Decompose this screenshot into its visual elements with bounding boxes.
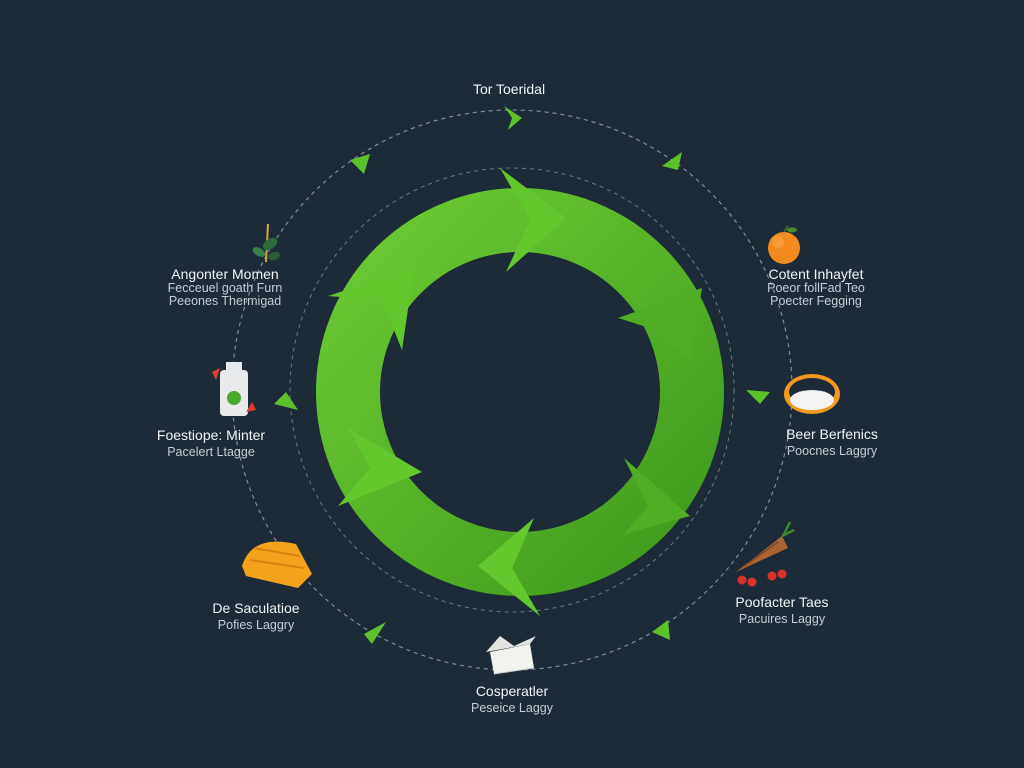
orbit-arrow-right [746,390,770,404]
green-cycle-ring [316,188,724,596]
ring-chevron-bottom [478,518,540,616]
orbit-arrow-top [504,106,522,130]
node-top-right-subtitle-1: Poeor follFad Teo [767,281,865,295]
orbit-arrow-bottom-right [652,620,670,640]
carrot-icon [736,521,795,587]
bottle-icon [212,362,256,416]
bread-icon [242,541,312,588]
node-top-left-title: Angonter Momen [171,266,279,282]
orbit-arrow-bottom-left [364,622,386,644]
node-top: Tor Toeridal [459,81,559,97]
node-bottom-title: Cosperatler [475,683,549,699]
leaf-icon [252,223,280,263]
node-bottom-right: Poofacter Taes Pacuires Laggy [712,594,852,626]
inner-dashed-orbit [289,167,735,613]
ring-chevron-lower-right [624,458,690,534]
box-icon [486,636,536,675]
node-top-left-subtitle-2: Peeones Thermigad [168,294,282,308]
node-bottom-left: De Saculatioe Pofies Laggry [186,600,326,632]
node-right: Beer Berfenics Poocnes Laggry [762,426,902,458]
node-bottom-right-subtitle: Pacuires Laggy [738,612,826,626]
node-left-title: Foestiope: Minter [156,427,266,443]
orbit-arrows [274,106,770,644]
node-right-subtitle: Poocnes Laggry [786,444,878,458]
node-bottom: Cosperatler Peseice Laggy [442,683,582,715]
orange-icon [768,225,800,264]
node-top-title: Tor Toeridal [472,81,546,97]
node-right-title: Beer Berfenics [786,426,878,442]
node-bottom-subtitle: Peseice Laggy [470,701,553,715]
ring-chevron-upper-left [328,268,414,350]
node-bottom-left-title: De Saculatioe [212,600,300,616]
node-top-right-subtitle-2: Poecter Fegging [770,294,862,308]
bowl-icon [784,374,840,414]
node-top-right-title: Cotent Inhayfet [768,266,864,282]
ring-chevron-top [500,168,566,272]
ring-chevron-right [618,288,702,360]
orbit-arrow-top-right [662,152,682,170]
node-left: Foestiope: Minter Pacelert Ltagge [136,427,286,459]
orbit-arrow-top-left [350,154,370,174]
node-bottom-right-title: Poofacter Taes [735,594,829,610]
ring-chevron-left [338,428,422,506]
orbit-arrow-left [274,392,298,410]
node-top-left-subtitle-1: Fecceuel goath Furn [167,281,283,295]
node-top-left: Angonter Momen Fecceuel goath Furn Peeon… [150,266,300,308]
ring-chevrons [328,168,702,616]
node-top-right: Cotent Inhayfet Poeor follFad Teo Poecte… [746,266,886,308]
node-left-subtitle: Pacelert Ltagge [167,445,255,459]
node-bottom-left-subtitle: Pofies Laggry [217,618,295,632]
